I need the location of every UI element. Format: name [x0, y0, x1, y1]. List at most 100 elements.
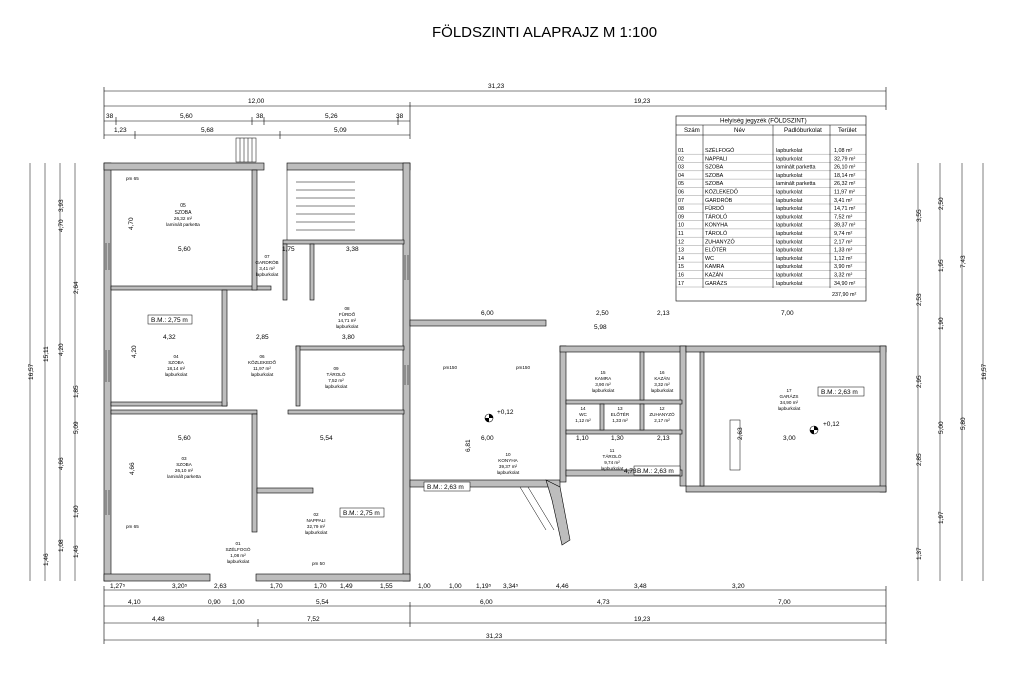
room-07-num: 07	[264, 254, 270, 259]
table-cell-area: 18,14 m²	[834, 173, 855, 179]
dim-inner-12: 5,98	[594, 324, 607, 331]
room-01-floor: lapburkolat	[227, 559, 250, 564]
room-10-num: 10	[505, 452, 511, 457]
table-cell-name: ZUHANYZÓ	[705, 238, 735, 245]
table-cell-name: GARÁZS	[705, 280, 728, 287]
table-cell-floor: lapburkolat	[776, 281, 803, 287]
table-cell-area: 11,97 m²	[834, 190, 855, 196]
dim-bot-c: 19,23	[634, 616, 651, 623]
dim-inner-23: 2,63	[737, 427, 744, 440]
table-cell-floor: lapburkolat	[776, 239, 803, 245]
table-cell-area: 32,79 m²	[834, 156, 855, 162]
table-cell-name: KAMRA	[705, 264, 725, 270]
room-05-name: SZOBA	[175, 210, 193, 216]
table-cell-area: 3,41 m²	[834, 198, 852, 204]
table-cell-num: 16	[678, 273, 684, 279]
dim-inner-6: 3,80	[342, 334, 355, 341]
dim-bottom-chain-e: 1,70	[270, 583, 283, 590]
dim-left-chain: 1,46	[73, 545, 80, 558]
level-bm263-a: B.M.: 2,63 m	[427, 484, 464, 491]
table-cell-name: SZOBA	[705, 181, 724, 187]
dim-right-chain: 1,95	[938, 259, 945, 272]
table-cell-floor: laminált parketta	[776, 181, 816, 187]
table-cell-name: KONYHA	[705, 223, 728, 229]
inner-dimensions: 4,70 5,60 1,75 3,38 4,32 2,85 3,80 4,20 …	[128, 217, 796, 475]
room-14-area: 1,12 m²	[575, 418, 591, 423]
room-16-num: 16	[659, 370, 665, 375]
dim-bottom-chain-e: 1,49	[340, 583, 353, 590]
dim-left-chain: 4,20	[58, 343, 65, 356]
room-07-floor: lapburkolat	[256, 272, 279, 277]
room-schedule-table: Helyiség jegyzék (FÖLDSZINT) Szám Név Pa…	[675, 115, 867, 302]
level-plus012-a: +0,12	[497, 409, 514, 416]
room-02-area: 32,79 m²	[307, 524, 326, 529]
table-cell-name: TÁROLÓ	[705, 230, 727, 237]
dim-inner-9: 5,54	[320, 435, 333, 442]
table-cell-num: 12	[678, 239, 684, 245]
room-09-floor: lapburkolat	[325, 384, 348, 389]
dim-inner-16: 2,13	[657, 310, 670, 317]
dim-right-chain: 1,90	[938, 317, 945, 330]
table-cell-area: 34,90 m²	[834, 281, 855, 287]
room-08-name: FÜRDŐ	[339, 311, 356, 317]
table-cell-area: 1,12 m²	[834, 256, 852, 262]
dim-top-a: 12,00	[248, 98, 265, 105]
table-cell-area: 3,32 m²	[834, 273, 852, 279]
dim-right-total: 16,57	[981, 363, 988, 380]
dim-right-chain: 5,80	[960, 417, 967, 430]
room-16-area: 3,32 m²	[654, 382, 670, 387]
table-cell-floor: lapburkolat	[776, 206, 803, 212]
dim-right-chain: 2,85	[916, 453, 923, 466]
table-cell-num: 17	[678, 281, 684, 287]
table-cell-num: 02	[678, 156, 684, 162]
table-cell-floor: laminált parketta	[776, 165, 816, 171]
table-cell-floor: lapburkolat	[776, 190, 803, 196]
table-cell-name: SZOBA	[705, 173, 724, 179]
room-17-floor: lapburkolat	[778, 406, 801, 411]
table-header-name: Név	[734, 127, 746, 134]
dim-left-chain: 1,46	[43, 553, 50, 566]
dim-inner-20: 2,13	[657, 435, 670, 442]
table-cell-name: TÁROLÓ	[705, 213, 727, 220]
dim-bottom-chain-e: 1,70	[314, 583, 327, 590]
room-01-name: SZÉLFOGÓ	[225, 546, 250, 552]
table-cell-area: 39,37 m²	[834, 223, 855, 229]
top-dimensions: 31,23 12,00 19,23 38 5,60 38 5,26 38 1,2…	[103, 83, 887, 139]
dim-inner-1: 5,60	[178, 246, 191, 253]
dim-bottom-chain-d: 7,00	[778, 599, 791, 606]
table-cell-floor: lapburkolat	[776, 198, 803, 204]
room-03-area: 26,10 m²	[175, 468, 194, 473]
room-15-name: KAMRA	[595, 376, 612, 381]
room-11-floor: lapburkolat	[601, 466, 624, 471]
dim-left-total: 16,57	[28, 363, 35, 380]
dim-left-chain: 3,93	[58, 199, 65, 212]
room-15-area: 3,90 m²	[595, 382, 611, 387]
level-bm263-b: B.M.: 2,63 m	[637, 468, 674, 475]
dim-bot-a: 4,48	[152, 616, 165, 623]
table-cell-name: SZÉLFOGÓ	[705, 147, 734, 154]
dim-left-chain: 1,08	[58, 539, 65, 552]
table-cell-area: 1,08 m²	[834, 148, 852, 154]
room-04-area: 18,14 m²	[167, 366, 186, 371]
dim-right-chain: 3,55	[916, 209, 923, 222]
dim-bot-total: 31,23	[486, 633, 503, 640]
dim-left-chain: 1,60	[73, 505, 80, 518]
room-03-floor: laminált parketta	[167, 474, 201, 479]
left-wing	[103, 137, 411, 582]
left-dimensions: 16,57 15,11 3,934,702,644,201,855,094,66…	[28, 163, 80, 581]
room-01-area: 1,08 m²	[230, 553, 246, 558]
room-02-floor: lapburkolat	[305, 530, 328, 535]
dim-inner-4: 4,32	[163, 334, 176, 341]
table-header-floor: Padlóburkolat	[784, 127, 822, 134]
room-17-area: 34,90 m²	[780, 400, 799, 405]
table-cell-num: 14	[678, 256, 684, 262]
table-cell-num: 05	[678, 181, 684, 187]
table-cell-num: 01	[678, 148, 684, 154]
dim-left-chain: 2,64	[73, 281, 80, 294]
dim-inner-5: 2,85	[256, 334, 269, 341]
dim-bottom-chain-e: 3,20	[732, 583, 745, 590]
dim-right-chain: 2,50	[938, 197, 945, 210]
room-11-name: TÁROLÓ	[603, 453, 622, 459]
table-total: 237,90 m²	[832, 292, 856, 298]
